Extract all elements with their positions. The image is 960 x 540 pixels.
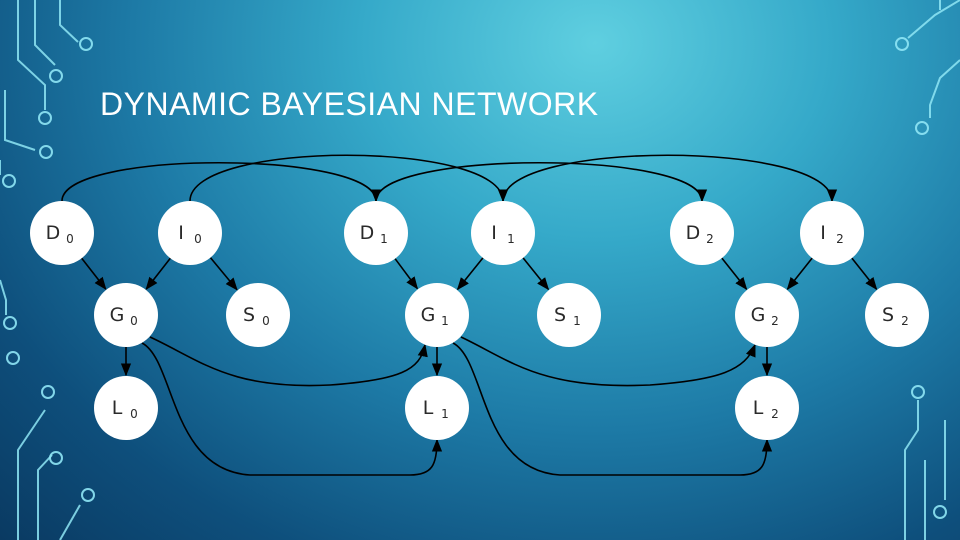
node-s2-subscript: 2 bbox=[901, 314, 909, 328]
circuit-decoration-left bbox=[0, 0, 95, 540]
slide-title: DYNAMIC BAYESIAN NETWORK bbox=[100, 86, 599, 122]
node-g1-subscript: 1 bbox=[441, 314, 449, 328]
node-g1-letter: G bbox=[421, 304, 436, 326]
edge-i0-to-s0 bbox=[209, 257, 238, 291]
node-l2-circle bbox=[735, 376, 799, 440]
node-l0-subscript: 0 bbox=[130, 407, 138, 421]
edge-i2-to-g2 bbox=[786, 257, 813, 291]
edge-d0-to-d1 bbox=[61, 162, 382, 203]
node-s1-letter: S bbox=[554, 304, 566, 326]
node-l1-letter: L bbox=[423, 397, 434, 419]
node-i1-subscript: 1 bbox=[507, 232, 515, 246]
node-d2-subscript: 2 bbox=[706, 232, 714, 246]
edge-i0-to-g0 bbox=[145, 257, 171, 290]
node-l0-circle bbox=[94, 376, 158, 440]
edge-d1-to-d2 bbox=[375, 162, 708, 203]
node-d2-circle bbox=[670, 201, 734, 265]
node-l2-subscript: 2 bbox=[771, 407, 779, 421]
edge-i1-to-i2 bbox=[502, 154, 838, 203]
node-s1-circle bbox=[537, 283, 601, 347]
edge-d1-to-g1 bbox=[394, 258, 419, 290]
node-i2-circle bbox=[800, 201, 864, 265]
edge-g0-to-l1 bbox=[141, 342, 443, 476]
node-s0-subscript: 0 bbox=[262, 314, 270, 328]
node-i1-letter: I bbox=[491, 222, 497, 244]
node-l1-subscript: 1 bbox=[441, 407, 449, 421]
edge-i2-to-s2 bbox=[851, 257, 878, 291]
node-s0-letter: S bbox=[243, 304, 255, 326]
node-i1-circle bbox=[471, 201, 535, 265]
node-s2-letter: S bbox=[882, 304, 894, 326]
node-d0-circle bbox=[30, 201, 94, 265]
node-g1-circle bbox=[405, 283, 469, 347]
node-g2-subscript: 2 bbox=[771, 314, 779, 328]
node-d1-letter: D bbox=[360, 222, 375, 244]
node-d0-subscript: 0 bbox=[66, 232, 74, 246]
node-i2-subscript: 2 bbox=[836, 232, 844, 246]
edge-i1-to-g1 bbox=[456, 257, 484, 291]
node-l0-letter: L bbox=[112, 397, 123, 419]
edge-i1-to-s1 bbox=[522, 257, 550, 291]
node-i2-letter: I bbox=[820, 222, 826, 244]
node-g2-circle bbox=[735, 283, 799, 347]
node-d1-subscript: 1 bbox=[380, 232, 388, 246]
node-d0-letter: D bbox=[46, 222, 61, 244]
edge-g1-to-l2 bbox=[452, 342, 773, 476]
node-g0-subscript: 0 bbox=[130, 314, 138, 328]
node-i0-letter: I bbox=[178, 222, 184, 244]
node-s2-circle bbox=[865, 283, 929, 347]
node-i0-circle bbox=[158, 201, 222, 265]
edge-i0-to-i1 bbox=[189, 154, 509, 203]
node-s0-circle bbox=[226, 283, 290, 347]
node-i0-subscript: 0 bbox=[194, 232, 202, 246]
node-s1-subscript: 1 bbox=[573, 314, 581, 328]
edges-layer bbox=[61, 154, 878, 476]
edge-g1-to-g2 bbox=[460, 336, 756, 387]
node-d2-letter: D bbox=[686, 222, 701, 244]
node-g0-circle bbox=[94, 283, 158, 347]
edge-g0-to-g1 bbox=[149, 336, 428, 387]
node-d1-circle bbox=[344, 201, 408, 265]
edge-d0-to-g0 bbox=[81, 257, 107, 290]
circuit-decoration-right bbox=[895, 0, 960, 540]
node-l1-circle bbox=[405, 376, 469, 440]
node-l2-letter: L bbox=[753, 397, 764, 419]
edge-d2-to-g2 bbox=[721, 257, 748, 291]
node-g0-letter: G bbox=[110, 304, 125, 326]
node-g2-letter: G bbox=[751, 304, 766, 326]
